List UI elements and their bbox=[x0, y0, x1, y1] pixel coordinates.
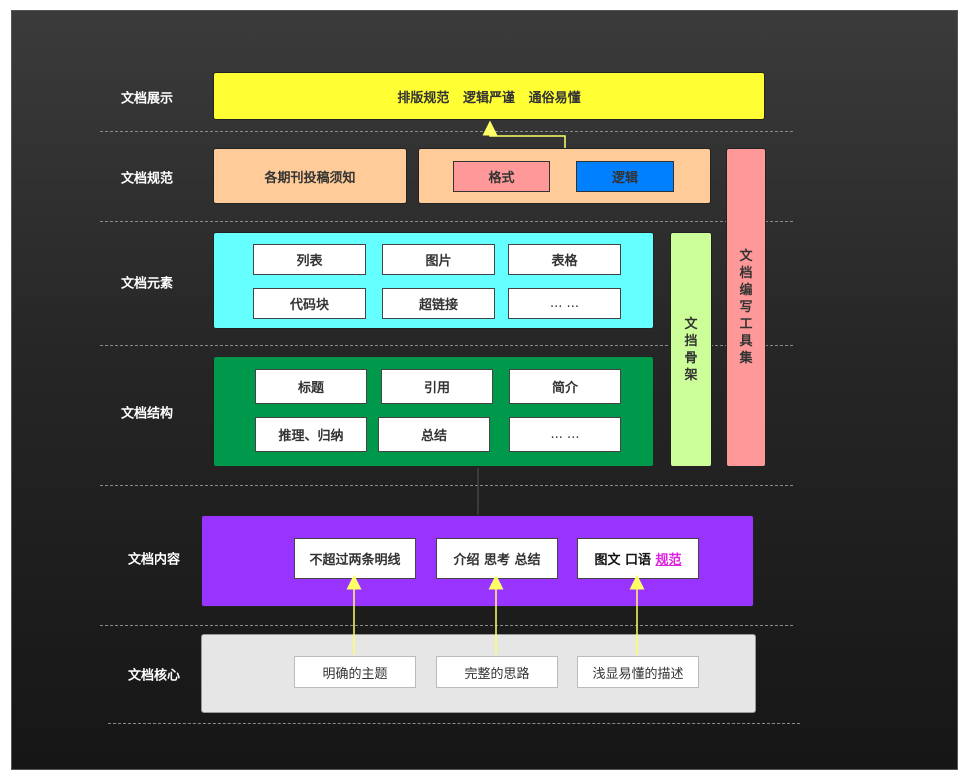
separator bbox=[100, 485, 793, 486]
toolset-char: 具 bbox=[739, 334, 753, 349]
separator bbox=[100, 131, 793, 132]
elements-panel: 列表 图片 表格 代码块 超链接 ... ... bbox=[213, 232, 654, 329]
row-label-spec: 文档规范 bbox=[121, 171, 174, 187]
content-item-link-text: 规范 bbox=[655, 553, 682, 568]
content-item: 介绍 思考 总结 bbox=[436, 538, 558, 579]
toolset-char: 档 bbox=[739, 266, 753, 281]
core-item-text: 明确的主题 bbox=[322, 666, 388, 682]
content-panel: 不超过两条明线 介绍 思考 总结 图文 口语 规范 bbox=[201, 515, 754, 607]
toolset-char: 工 bbox=[739, 317, 753, 332]
spec-format-logic-panel: 格式 逻辑 bbox=[418, 148, 711, 204]
element-item-text: ... ... bbox=[550, 296, 579, 311]
row-label-display: 文档展示 bbox=[121, 91, 174, 107]
element-item: 代码块 bbox=[253, 288, 366, 319]
element-item-text: 列表 bbox=[296, 254, 323, 269]
row-label-content: 文档内容 bbox=[128, 552, 181, 568]
structure-item-text: 引用 bbox=[423, 381, 450, 396]
content-item: 不超过两条明线 bbox=[294, 538, 416, 579]
skeleton-char: 架 bbox=[684, 367, 698, 383]
spec-format-box: 格式 bbox=[453, 161, 550, 192]
element-item: 图片 bbox=[382, 244, 495, 275]
core-item: 完整的思路 bbox=[436, 656, 558, 688]
core-item: 明确的主题 bbox=[294, 656, 416, 688]
element-item: 列表 bbox=[253, 244, 366, 275]
toolset-char: 编 bbox=[739, 283, 753, 298]
element-item-text: 图片 bbox=[425, 254, 452, 269]
element-item-text: 代码块 bbox=[289, 298, 329, 313]
structure-item-text: 推理、归纳 bbox=[278, 429, 344, 444]
core-item-text: 完整的思路 bbox=[464, 666, 530, 682]
skeleton-char: 文 bbox=[684, 316, 698, 332]
toolset-column: 文 档 编 写 工 具 集 bbox=[726, 148, 766, 467]
spec-logic-text: 逻辑 bbox=[611, 171, 638, 186]
display-bar-text: 排版规范 逻辑严谨 通俗易懂 bbox=[397, 90, 581, 106]
core-panel: 明确的主题 完整的思路 浅显易懂的描述 bbox=[201, 634, 756, 713]
structure-item-text: 标题 bbox=[297, 381, 324, 396]
structure-item: 标题 bbox=[255, 369, 367, 404]
separator bbox=[100, 221, 793, 222]
content-item-text: 不超过两条明线 bbox=[309, 553, 401, 568]
content-item: 图文 口语 规范 bbox=[577, 538, 699, 579]
element-item: 表格 bbox=[508, 244, 621, 275]
skeleton-column: 文 挡 骨 架 bbox=[670, 232, 712, 467]
element-item: ... ... bbox=[508, 288, 621, 319]
display-bar: 排版规范 逻辑严谨 通俗易懂 bbox=[213, 72, 765, 120]
spec-format-text: 格式 bbox=[488, 171, 515, 186]
arrow-up bbox=[482, 120, 566, 148]
structure-item-text: 总结 bbox=[420, 429, 447, 444]
spec-journal-text: 各期刊投稿须知 bbox=[264, 170, 356, 186]
content-item-text: 图文 口语 bbox=[594, 553, 656, 568]
structure-item: ... ... bbox=[509, 417, 621, 452]
element-item-text: 表格 bbox=[551, 254, 578, 269]
separator bbox=[100, 345, 793, 346]
structure-item: 推理、归纳 bbox=[255, 417, 367, 452]
row-label-elements: 文档元素 bbox=[121, 276, 174, 292]
content-item-text: 介绍 思考 总结 bbox=[453, 553, 541, 568]
row-label-core: 文档核心 bbox=[128, 668, 181, 684]
structure-item-text: 简介 bbox=[551, 381, 578, 396]
skeleton-char: 挡 bbox=[684, 333, 698, 349]
toolset-char: 集 bbox=[739, 351, 753, 366]
spec-logic-box: 逻辑 bbox=[576, 161, 674, 192]
core-item: 浅显易懂的描述 bbox=[577, 656, 699, 688]
element-item-text: 超链接 bbox=[418, 298, 458, 313]
structure-item: 总结 bbox=[378, 417, 490, 452]
row-label-structure: 文档结构 bbox=[121, 406, 174, 422]
separator bbox=[100, 625, 793, 626]
structure-panel: 标题 引用 简介 推理、归纳 总结 ... ... bbox=[213, 356, 654, 467]
core-item-text: 浅显易懂的描述 bbox=[592, 666, 684, 682]
spec-journal-box: 各期刊投稿须知 bbox=[213, 148, 407, 204]
toolset-char: 写 bbox=[739, 300, 753, 315]
separator bbox=[108, 723, 800, 724]
structure-item: 引用 bbox=[381, 369, 493, 404]
structure-item-text: ... ... bbox=[550, 427, 580, 442]
toolset-char: 文 bbox=[739, 249, 753, 264]
skeleton-char: 骨 bbox=[684, 350, 698, 366]
structure-item: 简介 bbox=[509, 369, 621, 404]
element-item: 超链接 bbox=[382, 288, 495, 319]
